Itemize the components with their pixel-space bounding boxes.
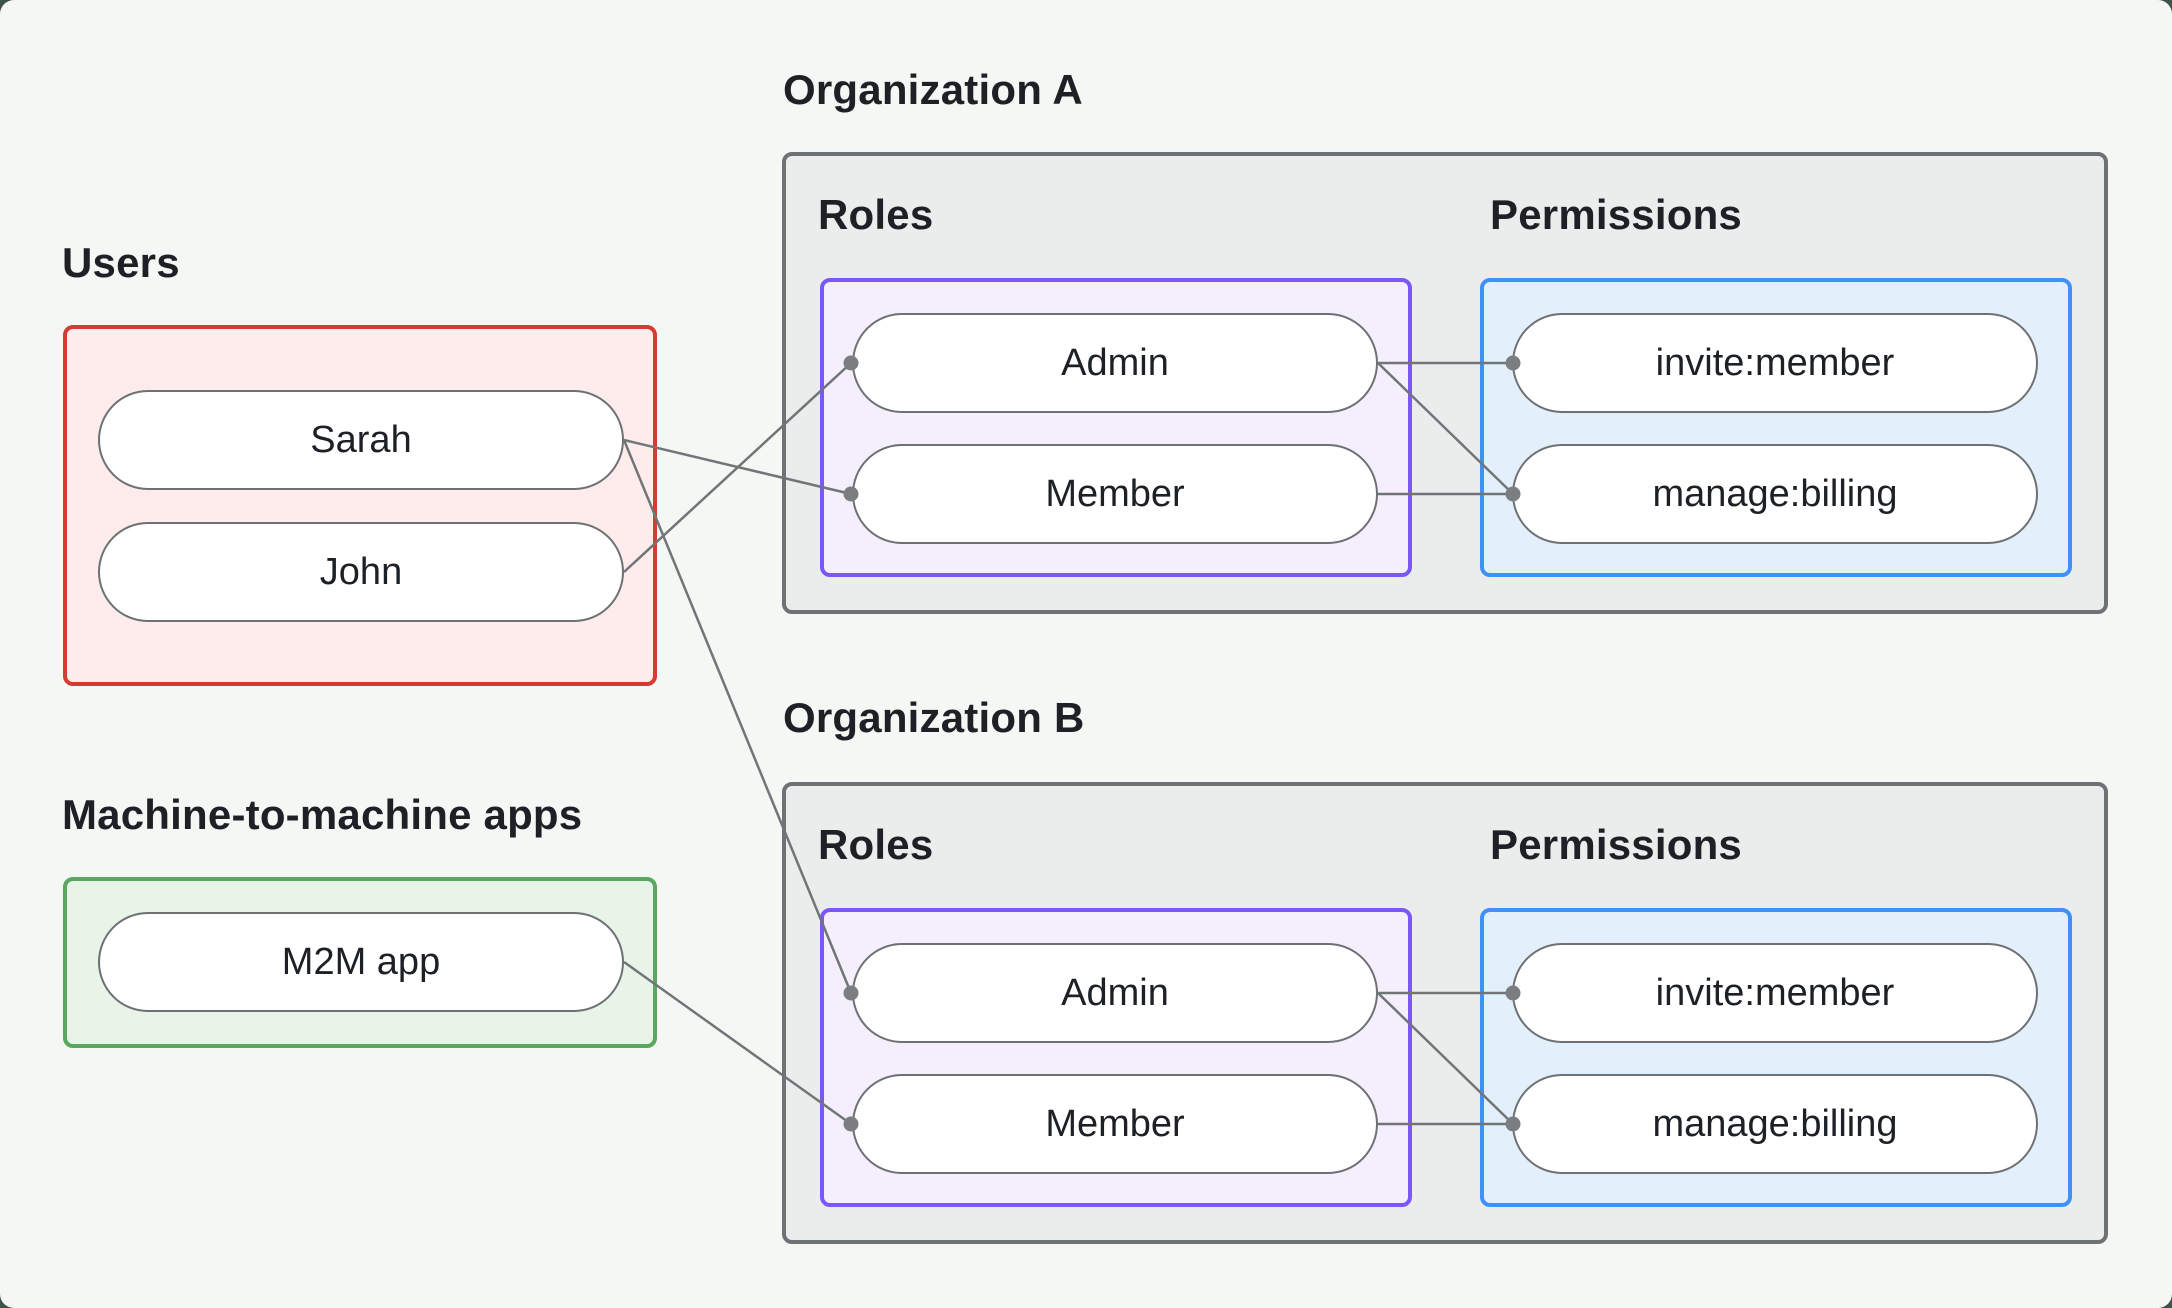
- org-b-permissions-box: invite:member manage:billing: [1480, 908, 2072, 1207]
- org-b-box: Roles Permissions Admin Member invite:me…: [782, 782, 2108, 1244]
- org-b-permissions-label: Permissions: [1490, 821, 1742, 868]
- m2m-group-label: Machine-to-machine apps: [62, 791, 583, 838]
- node-john: John: [98, 522, 624, 622]
- org-a-permissions-box: invite:member manage:billing: [1480, 278, 2072, 577]
- org-b-roles-label: Roles: [818, 821, 934, 868]
- org-a-box: Roles Permissions Admin Member invite:me…: [782, 152, 2108, 614]
- node-org-b-manage-billing: manage:billing: [1512, 1074, 2038, 1174]
- m2m-group-box: M2M app: [63, 877, 657, 1048]
- org-a-label: Organization A: [783, 66, 1083, 113]
- org-b-roles-box: Admin Member: [820, 908, 1412, 1207]
- node-m2m-app: M2M app: [98, 912, 624, 1012]
- org-a-roles-label: Roles: [818, 191, 934, 238]
- node-org-b-member: Member: [852, 1074, 1378, 1174]
- node-org-a-manage-billing: manage:billing: [1512, 444, 2038, 544]
- node-org-a-admin: Admin: [852, 313, 1378, 413]
- node-org-a-invite-member: invite:member: [1512, 313, 2038, 413]
- org-a-roles-box: Admin Member: [820, 278, 1412, 577]
- node-org-b-admin: Admin: [852, 943, 1378, 1043]
- org-b-label: Organization B: [783, 694, 1085, 741]
- users-group-box: Sarah John: [63, 325, 657, 686]
- node-org-a-member: Member: [852, 444, 1378, 544]
- org-a-permissions-label: Permissions: [1490, 191, 1742, 238]
- node-sarah: Sarah: [98, 390, 624, 490]
- node-org-b-invite-member: invite:member: [1512, 943, 2038, 1043]
- users-group-label: Users: [62, 239, 180, 286]
